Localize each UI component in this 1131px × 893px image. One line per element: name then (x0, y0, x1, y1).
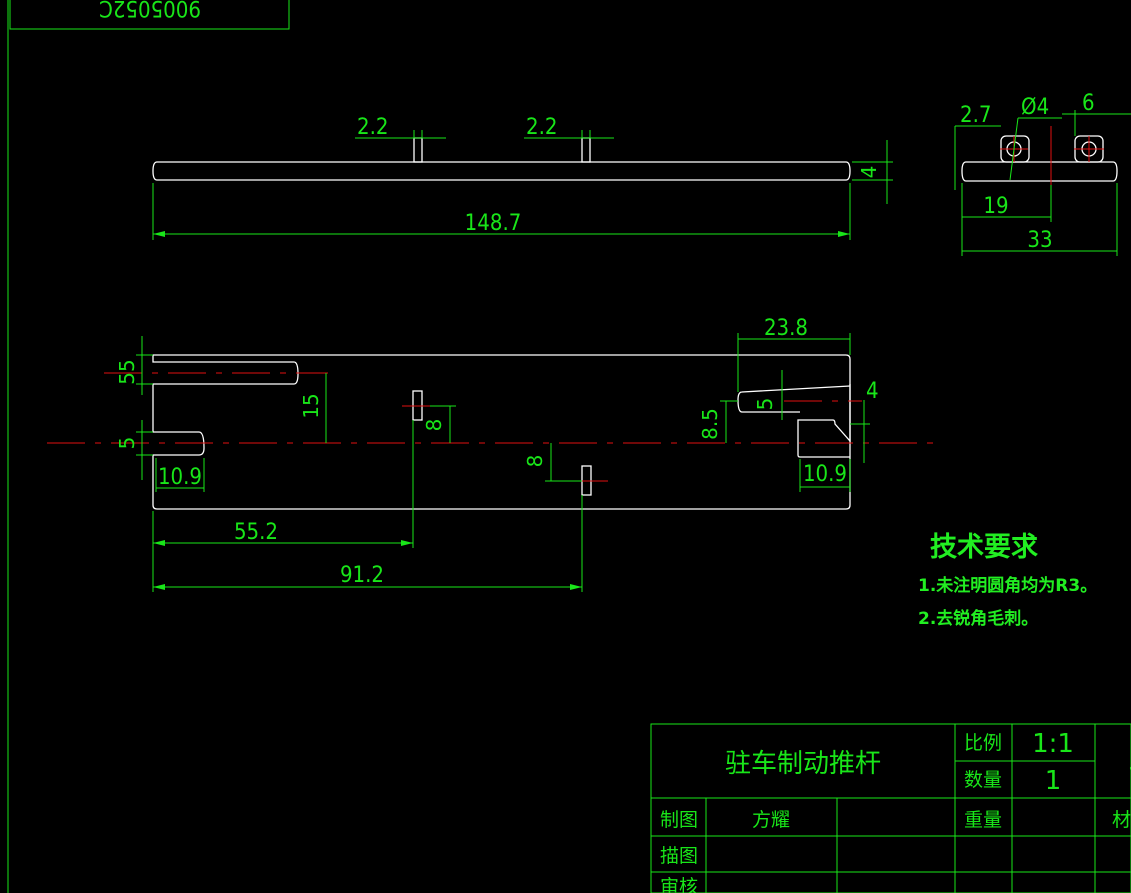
dim-plan-10-9-right: 10.9 (803, 462, 847, 487)
dim-side-33: 33 (1027, 228, 1052, 253)
plan-view-right-slot (737, 385, 851, 413)
dim-plan-55: 55 (115, 359, 139, 384)
top-view-bar (152, 161, 851, 181)
top-view-pin-1 (413, 137, 423, 163)
dim-top-length: 148.7 (465, 211, 522, 236)
top-code-box (9, 0, 290, 30)
dim-plan-91-2: 91.2 (340, 563, 384, 588)
drawn-by: 方耀 (752, 809, 790, 831)
dim-plan-5-left: 5 (115, 437, 139, 450)
dim-plan-8-a: 8 (422, 419, 446, 432)
tech-requirement-1: 1.未注明圆角均为R3。 (918, 575, 1097, 596)
dim-side-2-7: 2.7 (960, 103, 991, 128)
tech-requirement-2: 2.去锐角毛刺。 (918, 608, 1038, 629)
title-block: 驻车制动推杆 比例 1:1 数量 1 3 制图 方耀 重量 材料 描图 审核 (650, 723, 1131, 893)
dim-top-thickness: 4 (857, 166, 881, 179)
dim-plan-10-9-left: 10.9 (158, 465, 202, 490)
dim-plan-15: 15 (299, 393, 323, 418)
dim-side-6: 6 (1082, 91, 1095, 116)
top-code-text: 9005052C (99, 0, 201, 20)
plan-view: 55 5 15 10.9 8 8 55.2 91.2 (47, 316, 943, 592)
dim-plan-8-b: 8 (523, 455, 547, 468)
qty-label: 数量 (964, 769, 1002, 791)
trace-label: 描图 (660, 845, 698, 867)
dim-plan-55-2: 55.2 (234, 520, 278, 545)
top-view: 2.2 2.2 148.7 4 (152, 115, 893, 240)
qty-value: 1 (1045, 766, 1062, 796)
plan-view-outline (152, 354, 851, 510)
top-view-pin-2 (581, 137, 591, 163)
dim-side-hole: Ø4 (1021, 95, 1049, 120)
side-view: 2.7 Ø4 6 19 33 (954, 91, 1131, 256)
side-view-bar (961, 161, 1118, 182)
dim-plan-8-5: 8.5 (698, 408, 722, 440)
scale-value: 1:1 (1032, 729, 1074, 759)
dim-top-2-2-b: 2.2 (526, 115, 557, 140)
drawn-label: 制图 (660, 809, 698, 831)
dim-side-19: 19 (983, 194, 1008, 219)
tech-requirements-title: 技术要求 (930, 532, 1038, 563)
plan-view-right-notch (797, 384, 851, 458)
material-label: 材料 (1112, 809, 1131, 831)
part-name: 驻车制动推杆 (725, 749, 881, 779)
tech-requirements: 技术要求 1.未注明圆角均为R3。 2.去锐角毛刺。 (918, 532, 1097, 629)
dim-plan-4: 4 (866, 379, 879, 404)
title-block-right-partial: 3 (1128, 747, 1131, 777)
weight-label: 重量 (964, 809, 1002, 831)
dim-plan-5-right: 5 (753, 398, 777, 411)
scale-label: 比例 (964, 732, 1002, 754)
check-label: 审核 (660, 876, 698, 893)
dim-plan-23-8: 23.8 (764, 316, 808, 341)
dim-top-2-2-a: 2.2 (357, 115, 388, 140)
